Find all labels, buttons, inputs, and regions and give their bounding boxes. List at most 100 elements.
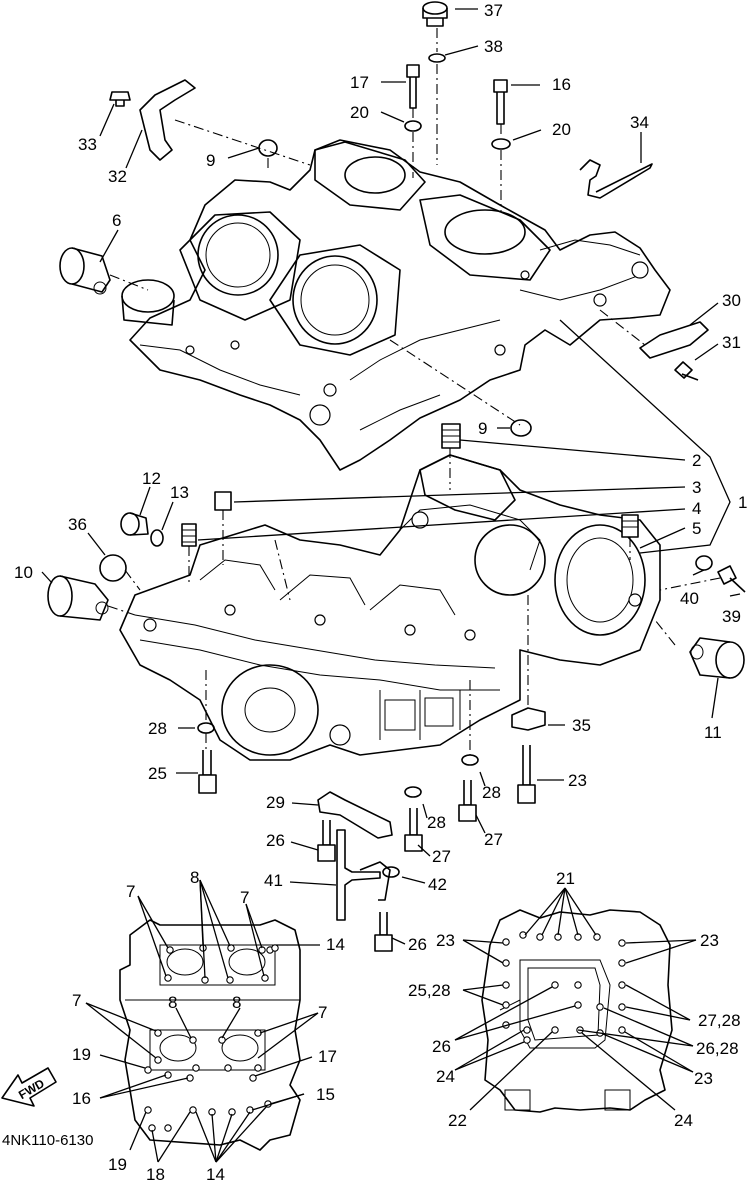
callout-labels: 37 38 17 16 20 20 34 33 32 9 6 30 31 9 2…: [14, 1, 747, 1181]
callout-26: 26: [432, 1037, 451, 1056]
callout-15: 15: [316, 1085, 335, 1104]
o-ring-38: [428, 53, 446, 63]
callout-34: 34: [630, 113, 649, 132]
callout-27: 27: [432, 847, 451, 866]
callout-7: 7: [126, 882, 135, 901]
callout-1: 1: [738, 493, 747, 512]
screw-31: [674, 361, 699, 381]
callout-30: 30: [722, 291, 741, 310]
callout-25: 25: [148, 764, 167, 783]
callout-20: 20: [350, 103, 369, 122]
callout-38: 38: [484, 37, 503, 56]
diagram-code: 4NK110-6130: [2, 1132, 93, 1149]
leader-lines: [41, 8, 741, 1163]
callout-33: 33: [78, 135, 97, 154]
callout-14: 14: [326, 935, 345, 954]
callout-16: 16: [552, 75, 571, 94]
callout-24: 24: [674, 1111, 693, 1130]
callout-26: 26: [408, 935, 427, 954]
bolt-26b: [374, 912, 393, 952]
callout-17: 17: [318, 1047, 337, 1066]
callout-26: 26: [266, 831, 285, 850]
callout-8: 8: [232, 993, 241, 1012]
callout-22: 22: [448, 1111, 467, 1130]
bolt-16: [493, 79, 508, 125]
callout-27-28: 27,28: [698, 1011, 741, 1030]
callout-9: 9: [206, 151, 215, 170]
o-ring-42: [382, 866, 400, 878]
callout-36: 36: [68, 515, 87, 534]
washer-28b: [461, 754, 479, 766]
callout-23: 23: [436, 931, 455, 950]
bolt-27a: [458, 780, 477, 822]
bolt-26a: [317, 820, 336, 862]
callout-28: 28: [427, 813, 446, 832]
callout-19: 19: [108, 1155, 127, 1174]
plug-10: [47, 575, 109, 621]
callout-5: 5: [692, 519, 701, 538]
callout-21: 21: [556, 869, 575, 888]
callout-32: 32: [108, 167, 127, 186]
callout-37: 37: [484, 1, 503, 20]
plug-12: [120, 512, 149, 536]
pipe-41: [336, 829, 391, 921]
callout-18: 18: [146, 1165, 165, 1181]
callout-7: 7: [318, 1003, 327, 1022]
cable-clamp-34: [579, 159, 653, 199]
bracket-32: [139, 79, 196, 161]
small-parts: [47, 1, 746, 952]
callout-17: 17: [350, 73, 369, 92]
callout-35: 35: [572, 716, 591, 735]
dowel-2: [441, 423, 461, 449]
screw-33: [109, 91, 131, 107]
callout-39: 39: [722, 607, 741, 626]
dowel-4: [181, 523, 197, 547]
callout-28: 28: [482, 783, 501, 802]
callout-25-28: 25,28: [408, 981, 451, 1000]
bolt-39: [717, 565, 746, 593]
callout-19: 19: [72, 1045, 91, 1064]
bolt-27b: [404, 808, 423, 852]
callout-23: 23: [700, 931, 719, 950]
callout-2: 2: [692, 451, 701, 470]
cap-36: [99, 554, 127, 582]
callout-23: 23: [568, 771, 587, 790]
callout-14: 14: [206, 1165, 225, 1181]
callout-24: 24: [436, 1067, 455, 1086]
callout-29: 29: [266, 793, 285, 812]
callout-4: 4: [692, 499, 701, 518]
callout-3: 3: [692, 478, 701, 497]
bolt-25: [198, 750, 217, 794]
callout-26-28: 26,28: [696, 1039, 739, 1058]
washer-20b: [491, 138, 511, 150]
plug-6: [59, 247, 111, 295]
callout-10: 10: [14, 563, 33, 582]
assembly-lines: [107, 28, 721, 755]
bracket-30: [639, 321, 709, 359]
dowel-3: [214, 491, 232, 511]
callout-41: 41: [264, 871, 283, 890]
clip-35: [511, 707, 546, 731]
callout-27: 27: [484, 830, 503, 849]
oil-filler-plug: [422, 1, 448, 27]
bolt-17: [406, 64, 420, 109]
callout-40: 40: [680, 589, 699, 608]
callout-13: 13: [170, 483, 189, 502]
callout-16: 16: [72, 1089, 91, 1108]
washer-40: [695, 555, 713, 571]
dowel-5: [621, 514, 639, 538]
callout-42: 42: [428, 875, 447, 894]
callout-6: 6: [112, 211, 121, 230]
plate-29: [317, 791, 393, 839]
washer-28c: [404, 786, 422, 798]
dowel-9b: [510, 419, 532, 437]
bolt-23: [517, 745, 536, 804]
lower-crankcase: [119, 454, 661, 761]
plug-11: [689, 637, 745, 679]
washer-28a: [197, 722, 215, 734]
callout-31: 31: [722, 333, 741, 352]
callout-9: 9: [478, 419, 487, 438]
upper-crankcase: [121, 139, 671, 471]
o-ring-13: [150, 529, 164, 547]
